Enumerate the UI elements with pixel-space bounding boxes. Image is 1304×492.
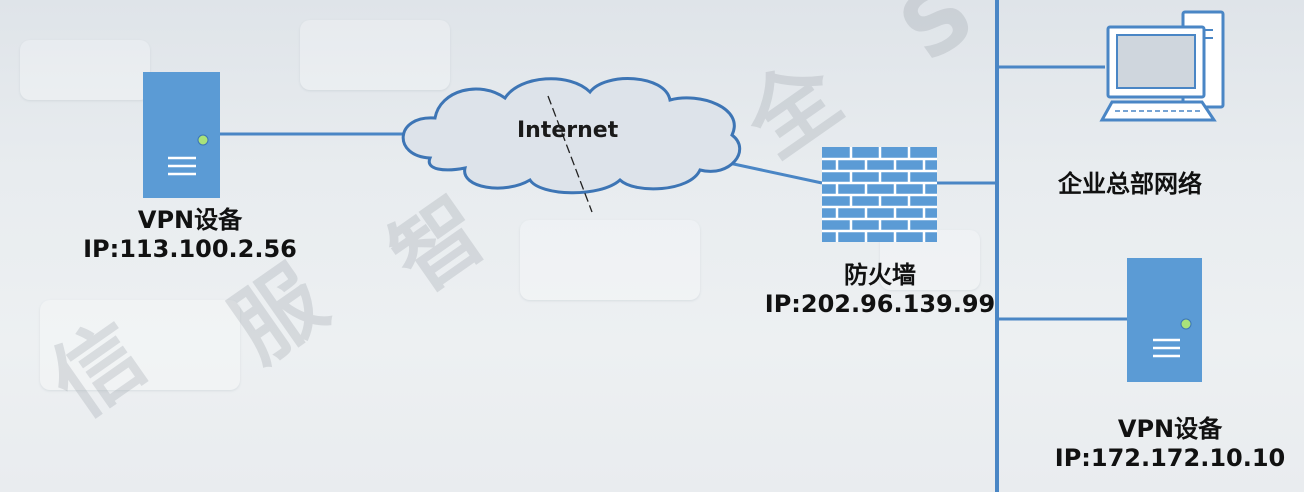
desktop-pc-icon <box>1099 10 1225 122</box>
vpn-left-server-icon <box>143 72 220 198</box>
hq-network-label: 企业总部网络 <box>1058 170 1202 198</box>
background-key <box>520 220 700 300</box>
background-key <box>20 40 150 100</box>
cloud-dashed-line <box>547 95 593 213</box>
internet-cloud-icon <box>401 77 742 213</box>
vpn-left-ip: IP:113.100.2.56 <box>83 235 297 263</box>
vpn-right-label: VPN设备 IP:172.172.10.10 <box>1040 415 1300 473</box>
internet-label: Internet <box>517 118 619 143</box>
firewall-ip: IP:202.96.139.99 <box>764 290 996 318</box>
vpn-right-name: VPN设备 <box>1117 415 1223 443</box>
firewall-name: 防火墙 <box>844 261 916 289</box>
background-key <box>40 300 240 390</box>
vpn-left-label: VPN设备 IP:113.100.2.56 <box>60 206 320 264</box>
firewall-label: 防火墙 IP:202.96.139.99 <box>750 261 1010 319</box>
background-key <box>300 20 450 90</box>
vpn-right-ip: IP:172.172.10.10 <box>1054 444 1286 472</box>
firewall-icon <box>822 147 937 242</box>
vpn-left-name: VPN设备 <box>137 206 243 234</box>
vpn-right-server-icon <box>1127 258 1202 382</box>
